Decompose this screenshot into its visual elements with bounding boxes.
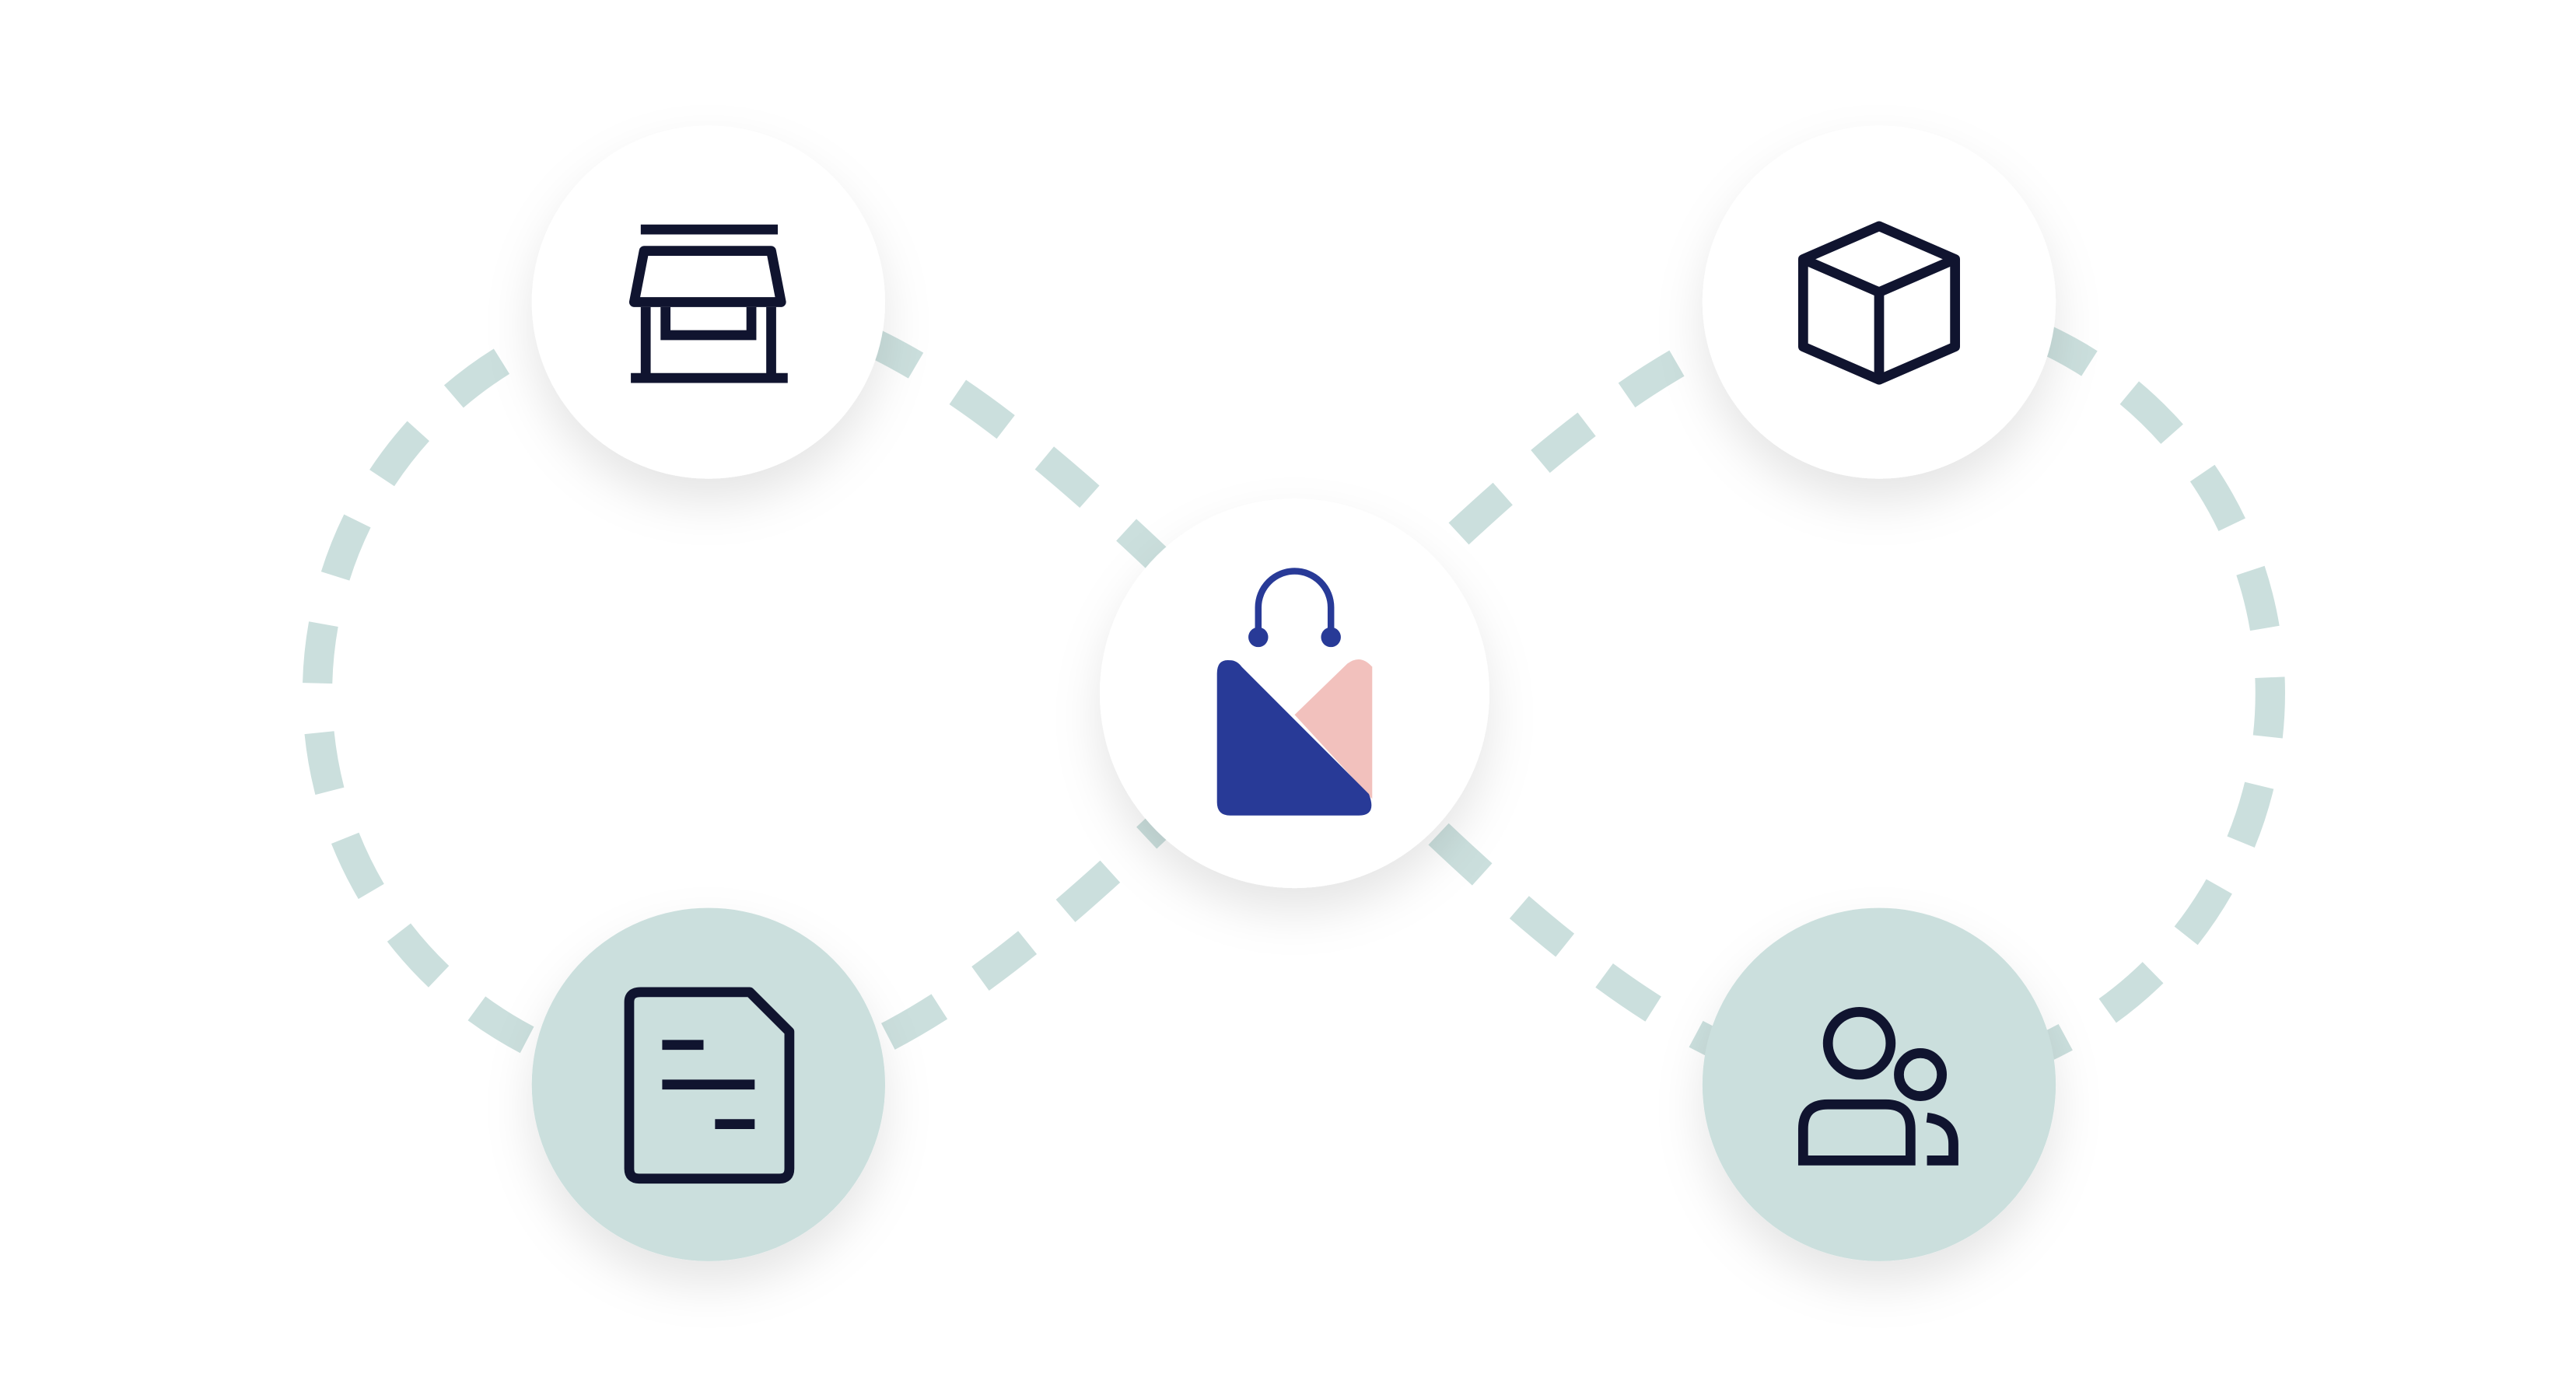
package-box-icon xyxy=(1797,221,1961,385)
store-node xyxy=(531,125,886,479)
customers-node xyxy=(1702,907,2056,1261)
document-icon xyxy=(624,987,795,1184)
shopping-bag-icon xyxy=(1216,568,1373,816)
shopping-bag-node[interactable] xyxy=(1099,498,1489,889)
storefront-icon xyxy=(628,224,788,383)
document-node xyxy=(531,907,886,1261)
package-node xyxy=(1702,125,2056,479)
users-icon xyxy=(1797,1006,1958,1166)
